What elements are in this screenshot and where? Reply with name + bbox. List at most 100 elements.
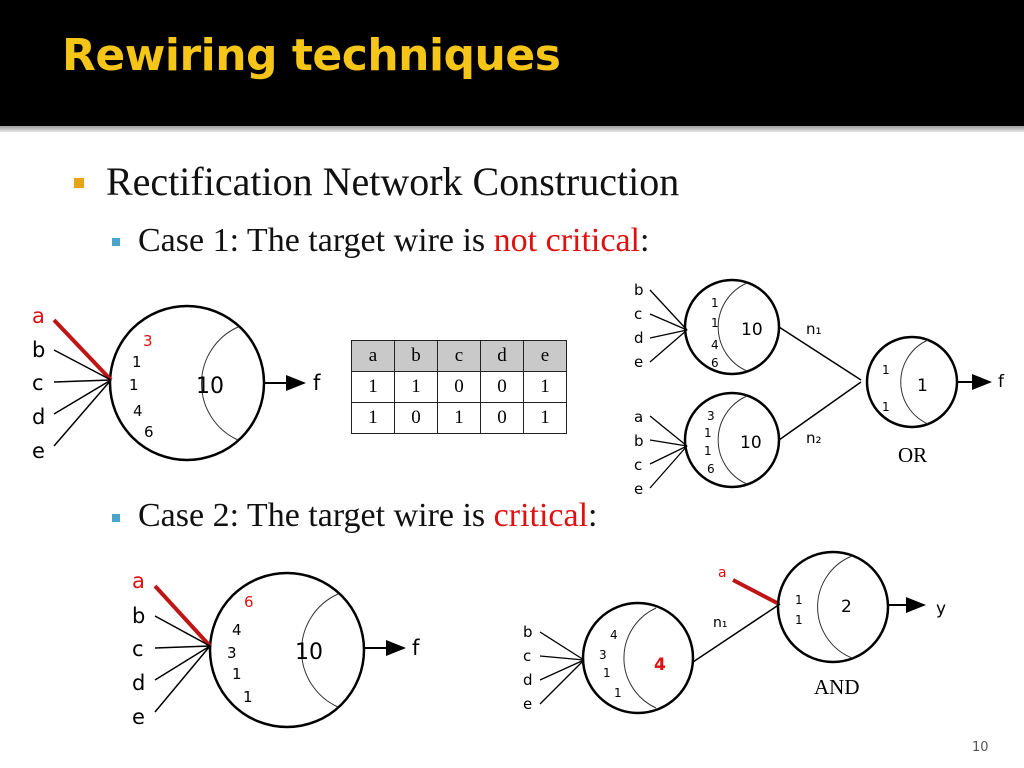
input-label-d: d — [32, 405, 45, 429]
output-label-f: f — [313, 371, 321, 395]
top-weight: 4 — [711, 338, 719, 352]
table-header-cell: a — [351, 340, 395, 372]
slide-title: Rewiring techniques — [62, 30, 561, 81]
title-bar — [0, 0, 1024, 126]
case1-prefix: Case 1: The target wire is — [138, 222, 494, 259]
and-input-e: e — [523, 695, 532, 713]
title-divider — [0, 126, 1024, 132]
bullet-rectification: Rectification Network Construction — [106, 159, 680, 204]
net-label-n1: n₁ — [713, 615, 728, 631]
threshold-value: 10 — [196, 374, 224, 399]
or-threshold: 1 — [917, 376, 928, 396]
table-cell: 1 — [351, 402, 395, 434]
and-left-weight: 1 — [603, 666, 611, 680]
bottom-input-c: c — [634, 456, 642, 474]
and-input-c: c — [523, 647, 531, 665]
and-weight: 1 — [795, 613, 803, 627]
table-row: 1 0 1 0 1 — [351, 402, 567, 434]
bottom-threshold: 10 — [740, 433, 762, 453]
or-network: b c d e 1 1 4 6 10 n₁ a b c e 3 1 1 6 10… — [634, 278, 1005, 498]
net-label-n2: n₂ — [806, 429, 822, 447]
table-cell: 1 — [394, 371, 438, 403]
input-label-e: e — [32, 439, 45, 463]
weight-e: 1 — [243, 688, 253, 706]
case1-highlight: not critical — [493, 222, 640, 259]
table-cell: 0 — [394, 402, 438, 434]
bottom-input-e: e — [634, 480, 643, 498]
weight-d: 1 — [232, 665, 242, 683]
weight-e: 6 — [144, 423, 154, 441]
case2-suffix: : — [588, 497, 598, 534]
weight-d: 4 — [133, 402, 143, 420]
top-input-d: d — [634, 329, 644, 347]
or-weight: 1 — [882, 363, 890, 377]
weight-c: 3 — [227, 644, 237, 662]
input-wire-a-critical — [153, 584, 212, 648]
bullet-square-icon — [74, 178, 84, 188]
top-weight: 1 — [711, 296, 719, 310]
input-label-c: c — [132, 637, 144, 661]
and-weight: 1 — [795, 593, 803, 607]
and-input-d: d — [523, 671, 533, 689]
or-weight: 1 — [882, 400, 890, 414]
or-output-f: f — [998, 372, 1005, 392]
input-label-a: a — [32, 304, 45, 328]
output-label-f: f — [412, 636, 420, 660]
input-label-b: b — [132, 604, 145, 628]
table-cell: 1 — [351, 371, 395, 403]
case2-prefix: Case 2: The target wire is — [138, 497, 494, 534]
or-gate-label: OR — [898, 443, 927, 467]
top-weight: 1 — [711, 316, 719, 330]
sub-bullet-square-icon — [112, 238, 120, 246]
weight-c: 1 — [129, 376, 139, 394]
case1-suffix: : — [639, 222, 650, 259]
weight-a: 3 — [143, 332, 153, 350]
and-gate-label: AND — [814, 675, 860, 699]
table-header-cell: c — [437, 340, 481, 372]
and-output-y: y — [936, 599, 946, 619]
case1-text: Case 1: The target wire is not critical: — [138, 222, 649, 260]
top-input-b: b — [634, 281, 644, 299]
bottom-weight: 6 — [707, 462, 715, 476]
threshold-gate-case2: a b c d e 6 4 3 1 1 10 f — [132, 569, 420, 729]
table-cell: 1 — [523, 371, 567, 403]
top-weight: 6 — [711, 356, 719, 370]
bottom-input-a: a — [634, 408, 643, 426]
top-input-e: e — [634, 353, 643, 371]
bottom-weight: 3 — [707, 409, 715, 423]
top-threshold: 10 — [741, 320, 763, 340]
table-header-row: a b c d e — [351, 340, 567, 372]
input-label-b: b — [32, 338, 45, 362]
case2-text: Case 2: The target wire is critical: — [138, 497, 598, 535]
and-left-weight: 4 — [610, 628, 618, 642]
input-wire-a-critical — [52, 318, 113, 382]
table-cell: 0 — [480, 402, 524, 434]
input-label-e: e — [132, 705, 145, 729]
threshold-gate-case1: a b c d e 3 1 1 4 6 10 f — [32, 304, 321, 463]
table-cell: 1 — [437, 402, 481, 434]
bottom-weight: 1 — [704, 426, 712, 440]
table-header-cell: e — [523, 340, 567, 372]
input-label-a: a — [132, 569, 145, 593]
input-label-d: d — [132, 671, 145, 695]
and-left-threshold: 4 — [654, 655, 666, 675]
table-cell: 1 — [523, 402, 567, 434]
truth-table: a b c d e 1 1 0 0 1 1 0 1 0 1 — [351, 340, 567, 434]
and-left-weight: 1 — [614, 686, 622, 700]
weight-b: 1 — [132, 353, 142, 371]
threshold-value: 10 — [295, 640, 323, 665]
input-label-c: c — [32, 371, 44, 395]
weight-a: 6 — [244, 593, 254, 611]
and-left-weight: 3 — [599, 648, 607, 662]
table-row: 1 1 0 0 1 — [351, 371, 567, 403]
sub-bullet-square-icon — [112, 514, 120, 522]
and-network: b c d e 4 3 1 1 4 n₁ a 1 1 2 y AND — [523, 550, 946, 715]
net-label-n1: n₁ — [806, 320, 822, 338]
page-number: 10 — [972, 740, 989, 755]
and-side-input-a: a — [718, 565, 727, 581]
table-header-cell: b — [394, 340, 438, 372]
top-input-c: c — [634, 305, 642, 323]
side-input-wire-a — [732, 578, 780, 606]
bottom-input-b: b — [634, 432, 644, 450]
